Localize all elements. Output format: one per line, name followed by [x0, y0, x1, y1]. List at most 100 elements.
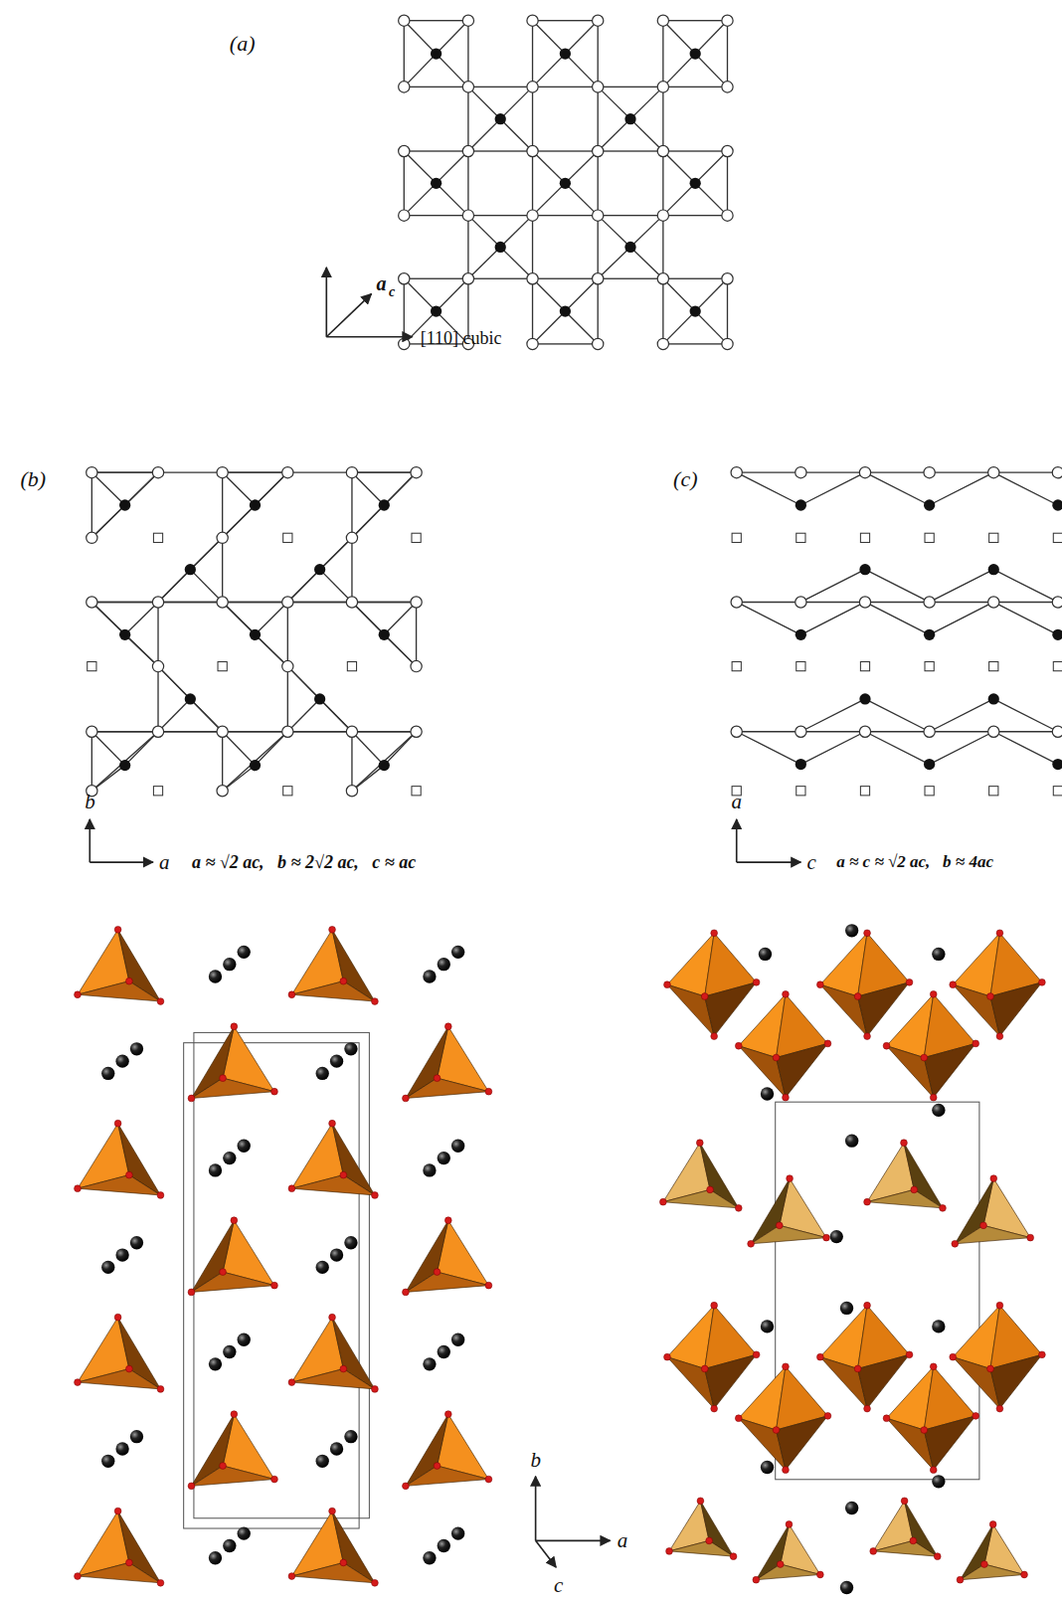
- metal-atom: [222, 1539, 236, 1553]
- bond-line: [403, 20, 469, 88]
- oxygen-site: [527, 273, 538, 285]
- oxygen-atom: [816, 981, 824, 989]
- oxygen-atom: [271, 1475, 279, 1483]
- oxygen-atom: [701, 1365, 708, 1373]
- bond-line: [287, 699, 320, 732]
- octahedron-face: [738, 1417, 786, 1470]
- axis-arrow: [89, 861, 154, 864]
- oxygen-atom: [706, 1537, 713, 1545]
- tetrahedron-outline: [468, 86, 533, 152]
- bond-line: [158, 666, 190, 700]
- bond-line: [320, 699, 353, 732]
- bond-line: [597, 215, 664, 280]
- axis-arrow: [88, 819, 91, 863]
- oxygen-atom: [114, 1313, 122, 1321]
- oxygen-sites: [730, 467, 1062, 738]
- oxygen-sites: [398, 14, 734, 351]
- metal-atom: [931, 1103, 945, 1117]
- cation-site: [690, 177, 702, 189]
- metal-atom: [316, 1260, 330, 1274]
- bond-line: [222, 505, 256, 538]
- cation-site: [378, 499, 390, 511]
- metal-atom: [115, 1054, 129, 1067]
- bond-line: [736, 472, 802, 506]
- oxygen-site: [410, 725, 422, 737]
- metal-atom: [101, 1260, 115, 1274]
- tetrahedron-outline: [468, 215, 533, 280]
- vacancy-site: [411, 532, 421, 542]
- vacancy-site: [731, 661, 741, 671]
- metal-atom: [451, 1333, 465, 1347]
- bond-line: [189, 699, 222, 732]
- bond-line: [800, 569, 866, 603]
- cation-site: [923, 499, 935, 511]
- oxygen-atom: [219, 1462, 227, 1470]
- cation-site: [624, 113, 636, 125]
- oxygen-site: [795, 467, 807, 479]
- cation-site: [988, 693, 1000, 705]
- metal-atom: [330, 1441, 344, 1455]
- oxygen-atom: [433, 1074, 441, 1082]
- tetrahedron-face: [873, 1540, 938, 1557]
- vacancy-site: [989, 786, 999, 796]
- cation-site: [119, 759, 131, 771]
- unit-cell-edge: [183, 1043, 359, 1529]
- bond-line: [158, 569, 190, 603]
- oxygen-site: [721, 81, 733, 93]
- bond-line: [532, 151, 599, 216]
- bond-line: [865, 731, 930, 765]
- oxygen-atom: [772, 1426, 780, 1434]
- vacancy-sites: [87, 532, 421, 796]
- oxygen-site: [346, 531, 357, 543]
- metal-atom: [760, 1460, 774, 1474]
- oxygen-site: [1052, 596, 1062, 608]
- oxygen-site: [988, 596, 1000, 608]
- bond-line: [663, 151, 728, 216]
- oxygen-atom: [288, 1185, 296, 1193]
- oxygen-atom: [402, 1482, 410, 1490]
- oxygen-atom: [271, 1087, 279, 1095]
- oxygen-site: [721, 14, 733, 26]
- oxygen-atom: [929, 1466, 937, 1474]
- oxygen-atom: [1027, 1234, 1035, 1241]
- oxygen-site: [657, 338, 669, 350]
- oxygen-atom: [340, 977, 348, 985]
- cation-site: [184, 563, 196, 575]
- bond-line: [254, 472, 288, 506]
- oxygen-atom: [870, 1548, 878, 1556]
- bond-line: [91, 601, 125, 635]
- bond-line: [597, 86, 664, 152]
- bond-line: [736, 601, 802, 635]
- oxygen-atom: [329, 1313, 337, 1321]
- bond-line: [865, 601, 930, 635]
- oxygen-atom: [920, 1054, 928, 1062]
- oxygen-site: [721, 209, 733, 221]
- bond-line: [663, 278, 728, 345]
- metal-atom: [130, 1236, 144, 1249]
- oxygen-atom: [782, 1363, 790, 1371]
- oxygen-atom: [734, 1415, 742, 1422]
- panel-label: (c): [673, 467, 698, 493]
- oxygen-atom: [905, 978, 913, 986]
- tetrahedron-outline: [352, 731, 417, 792]
- octahedron-face: [858, 982, 910, 1037]
- metal-atom: [330, 1247, 344, 1261]
- oxygen-site: [1052, 467, 1062, 479]
- oxygen-site: [592, 145, 604, 157]
- cation-sites: [430, 47, 702, 317]
- vacancy-site: [924, 786, 934, 796]
- vacancy-site: [411, 786, 421, 796]
- oxygen-atom: [883, 1042, 890, 1050]
- axis-label: a: [376, 272, 387, 296]
- bond-line: [125, 601, 159, 635]
- oxygen-atom: [666, 1548, 674, 1556]
- oxygen-site: [657, 273, 669, 285]
- bond-line: [352, 505, 384, 538]
- oxygen-atom: [329, 925, 337, 933]
- cation-site: [690, 47, 702, 59]
- cation-site: [988, 563, 1000, 575]
- metal-atom: [101, 1066, 115, 1080]
- tetrahedron-face: [291, 1175, 375, 1196]
- oxygen-site: [462, 273, 474, 285]
- tetrahedron-outline: [597, 86, 664, 152]
